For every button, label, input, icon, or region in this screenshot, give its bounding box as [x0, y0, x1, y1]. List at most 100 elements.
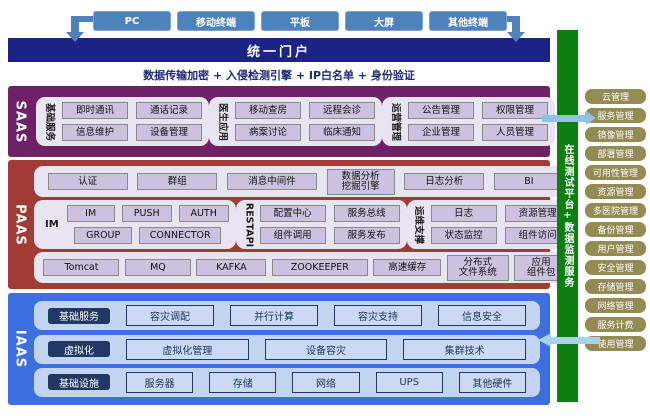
sidebar-item-security-mgmt: 安全管理 — [585, 260, 646, 275]
diagram-box: KAFKA — [196, 259, 267, 276]
paas-row-middleware: IM IM PUSH AUTH GROUP CONNECTOR — [34, 200, 578, 249]
diagram-box: 服务发布 — [333, 227, 400, 244]
group-button-row: GROUP CONNECTOR — [67, 227, 229, 244]
diagram-box: GROUP — [74, 227, 133, 244]
diagram-box: IM — [66, 205, 115, 222]
diagram-box: 公告管理 — [408, 102, 474, 119]
saas-group-basic-services: 基础服务 即时通讯 通话记录 信息维护 设备管理 — [36, 97, 209, 146]
diagram-box: 服务总线 — [333, 205, 400, 222]
sidebar-item-service-mgmt: 服务管理 — [585, 108, 646, 123]
diagram-box: 集群技术 — [403, 338, 527, 360]
saas-groups: 基础服务 即时通讯 通话记录 信息维护 设备管理 医生应用 移动查房 远程会诊 … — [32, 97, 567, 146]
diagram-box: CONNECTOR — [139, 227, 222, 244]
paas-group-restapi: RESTAPI 配置中心 服务总线 组件调用 服务发布 — [235, 200, 407, 249]
diagram-box: AUTH — [178, 205, 229, 222]
iaas-row-virtualization: 虚拟化 虚拟化管理 设备容灾 集群技术 — [34, 334, 540, 364]
diagram-box: 远程会诊 — [309, 102, 375, 119]
diagram-box: 其他硬件 — [458, 371, 527, 393]
diagram-box: Tomcat — [43, 259, 120, 276]
sidebar-item-storage-mgmt: 存储管理 — [585, 279, 646, 294]
arrow-down-left-icon — [66, 32, 84, 42]
diagram-box: 病案讨论 — [235, 124, 301, 141]
sidebar-item-service-billing: 服务计费 — [585, 317, 646, 332]
diagram-box: 日志 — [430, 205, 497, 222]
diagram-box: 信息维护 — [62, 124, 128, 141]
layer-saas: SAAS 基础服务 即时通讯 通话记录 信息维护 设备管理 医生应用 移动查房 … — [8, 86, 555, 157]
test-platform-bar: 在线测试平台+数据监测服务 — [557, 30, 578, 402]
diagram-box: 权限管理 — [482, 102, 548, 119]
diagram-box: UPS — [375, 371, 443, 393]
diagram-box: BI — [493, 173, 564, 190]
unified-portal-bar: 统一门户 — [8, 38, 550, 62]
iaas-row-basic-services: 基础服务 容灾调配 并行计算 容灾支持 信息安全 — [34, 301, 540, 331]
sidebar-item-deploy-mgmt: 部署管理 — [585, 146, 646, 161]
diagram-box: PUSH — [121, 205, 172, 222]
diagram-box: 网络 — [292, 371, 360, 393]
diagram-box: 设备容灾 — [264, 338, 388, 360]
connector-left-horizontal — [76, 16, 96, 22]
saas-group-doctor-apps: 医生应用 移动查房 远程会诊 病案讨论 临床通知 — [209, 97, 382, 146]
row-label: 虚拟化 — [48, 341, 110, 357]
diagram-box: 资源管理 — [504, 205, 571, 222]
paas-group-ops-support: 运维支撑 日志 资源管理 状态监控 组件访问 — [406, 200, 578, 249]
diagram-box: 数据分析 挖掘引擎 — [326, 168, 395, 195]
diagram-box: 容灾支持 — [334, 305, 422, 327]
sidebar-item-resource-mgmt: 资源管理 — [585, 184, 646, 199]
paas-row-infrastructure: Tomcat MQ KAFKA ZOOKEEPER 高速缓存 分布式 文件系统 … — [34, 252, 578, 283]
security-text: 数据传输加密 + 入侵检测引擎 + IP白名单 + 身份验证 — [143, 69, 415, 82]
sidebar-item-multihospital-mgmt: 多医院管理 — [585, 203, 646, 218]
paas-layer-label: PAAS — [12, 203, 28, 246]
diagram-box: 存储 — [209, 371, 277, 393]
row-label: 基础设施 — [48, 374, 110, 391]
diagram-box: 并行计算 — [230, 305, 318, 327]
connector-left-vertical — [71, 16, 79, 33]
terminal-row: PC 移动终端 平板 大屏 其他终端 — [93, 11, 507, 31]
saas-group-operations: 运营管理 公告管理 权限管理 企业管理 人员管理 — [382, 97, 555, 146]
sidebar-item-network-mgmt: 网络管理 — [585, 298, 646, 313]
iaas-layer-label: IAAS — [12, 329, 28, 369]
diagram-box: 设备管理 — [136, 124, 202, 141]
paas-group-im: IM IM PUSH AUTH GROUP CONNECTOR — [34, 200, 236, 249]
diagram-box: 信息安全 — [438, 305, 526, 327]
group-buttons: 公告管理 权限管理 企业管理 人员管理 — [408, 102, 548, 141]
layer-iaas: IAAS 基础服务 容灾调配 并行计算 容灾支持 信息安全 虚拟化 虚拟化管理 … — [8, 293, 550, 405]
row-label: 基础服务 — [48, 307, 110, 324]
diagram-box: 分布式 文件系统 — [446, 254, 509, 281]
terminal-bigscreen: 大屏 — [345, 11, 423, 31]
terminal-other: 其他终端 — [429, 11, 507, 31]
diagram-box: ZOOKEEPER — [271, 259, 368, 276]
group-buttons: 即时通讯 通话记录 信息维护 设备管理 — [62, 102, 202, 141]
diagram-box: 服务器 — [126, 371, 194, 393]
terminal-mobile: 移动终端 — [177, 11, 255, 31]
diagram-box: 人员管理 — [482, 124, 548, 141]
sidebar-item-availability-mgmt: 可用性管理 — [585, 165, 646, 180]
sidebar-item-backup-mgmt: 备份管理 — [585, 222, 646, 237]
diagram-box: 通话记录 — [136, 102, 202, 119]
diagram-box: 虚拟化管理 — [126, 338, 249, 360]
sidebar-item-usage-mgmt: 使用管理 — [585, 336, 646, 351]
terminal-pc: PC — [93, 11, 171, 31]
paas-row-services: 认证 群组 消息中间件 数据分析 挖掘引擎 日志分析 BI — [34, 166, 578, 197]
diagram-box: 临床通知 — [309, 124, 375, 141]
management-sidebar: 云管理 服务管理 镜像管理 部署管理 可用性管理 资源管理 多医院管理 备份管理… — [585, 89, 646, 351]
paas-content: 认证 群组 消息中间件 数据分析 挖掘引擎 日志分析 BI IM IM PUSH… — [32, 160, 586, 289]
terminal-tablet: 平板 — [261, 11, 339, 31]
group-buttons: 移动查房 远程会诊 病案讨论 临床通知 — [235, 102, 375, 141]
diagram-box: MQ — [124, 259, 191, 276]
iaas-row-infrastructure: 基础设施 服务器 存储 网络 UPS 其他硬件 — [34, 367, 540, 397]
group-buttons: 配置中心 服务总线 组件调用 服务发布 — [259, 205, 400, 244]
arrow-down-right-icon — [507, 32, 525, 42]
test-platform-label: 在线测试平台+数据监测服务 — [562, 144, 573, 288]
diagram-box: 容灾调配 — [126, 305, 214, 327]
connector-right-vertical — [512, 16, 520, 33]
diagram-box: 企业管理 — [408, 124, 474, 141]
diagram-box: 移动查房 — [235, 102, 301, 119]
group-buttons: 日志 资源管理 状态监控 组件访问 — [430, 205, 571, 244]
diagram-box: 认证 — [47, 173, 128, 190]
arrow-to-iaas — [551, 337, 600, 344]
group-button-row: IM PUSH AUTH — [66, 205, 229, 222]
sidebar-item-image-mgmt: 镜像管理 — [585, 127, 646, 142]
iaas-content: 基础服务 容灾调配 并行计算 容灾支持 信息安全 虚拟化 虚拟化管理 设备容灾 … — [32, 293, 550, 405]
group-label: IM — [45, 219, 59, 230]
